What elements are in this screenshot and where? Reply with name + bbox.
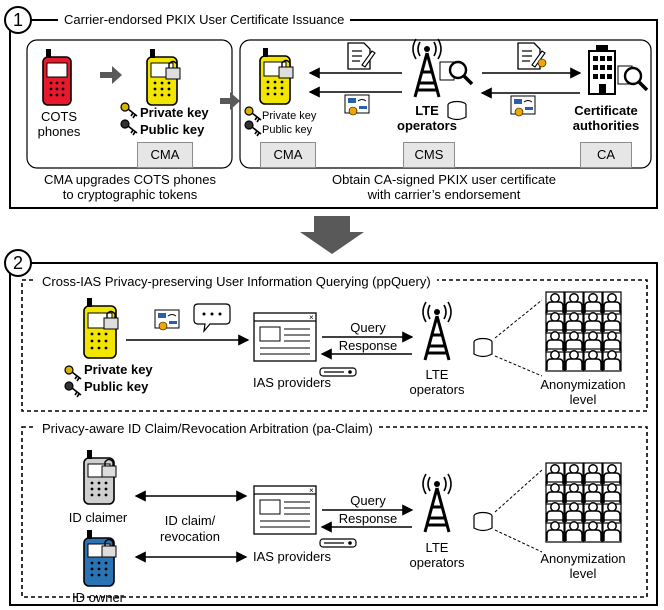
paclaim-anonymization-crowd-icon <box>545 462 622 543</box>
to-certificate-arrow-icon <box>220 92 240 110</box>
public-key-label: Public key <box>140 122 205 137</box>
paclaim-lte-label-2: operators <box>409 555 465 570</box>
ppquery-public-key-label: Public key <box>84 379 149 394</box>
section2-frame <box>9 262 658 606</box>
ppquery-response-label: Response <box>338 338 398 353</box>
ppquery-database-icon <box>473 337 493 358</box>
anonymization-crowd-icon <box>545 291 622 372</box>
paclaim-anon-label-1: Anonymization <box>540 551 626 566</box>
ppquery-ias-label: IAS providers <box>252 375 332 390</box>
cma-label-box: CMA <box>137 142 193 168</box>
private-key-label-small: Private key <box>262 110 317 122</box>
ca-label-box: CA <box>580 142 632 168</box>
id-owner-phone-icon <box>83 530 117 587</box>
ppquery-lte-label-1: LTE <box>425 367 449 382</box>
id-owner-label: ID owner <box>71 590 125 605</box>
claim-label-2: revocation <box>160 529 220 544</box>
ppquery-yellow-phone-icon <box>83 298 119 359</box>
id-claimer-phone-icon <box>83 450 117 505</box>
paclaim-ias-server-icon <box>319 538 357 548</box>
ppquery-title: Cross-IAS Privacy-preserving User Inform… <box>36 273 437 291</box>
certificate-authorities-label-1: Certificate <box>574 103 638 118</box>
seal-icon <box>537 58 547 68</box>
paclaim-title: Privacy-aware ID Claim/Revocation Arbitr… <box>36 420 379 438</box>
red-phone-icon <box>42 49 72 106</box>
lte-operators-label-1: LTE <box>415 103 439 118</box>
magnifier-icon <box>448 60 474 86</box>
ppquery-public-key-icon <box>64 381 82 398</box>
private-key-icon-small <box>244 106 262 123</box>
section1-number-badge: 1 <box>4 6 32 34</box>
ias-window-icon <box>253 312 317 362</box>
certificate-frame <box>239 39 652 169</box>
lte-operators-label-2: operators <box>397 118 457 133</box>
cms-label-box: CMS <box>403 142 455 168</box>
paclaim-lte-label-1: LTE <box>425 540 449 555</box>
ppquery-lte-label-2: operators <box>409 382 465 397</box>
ppquery-private-key-icon <box>64 365 82 382</box>
paclaim-lte-tower-icon <box>421 472 453 534</box>
certificate-authorities-label-2: authorities <box>572 118 640 133</box>
paclaim-response-label: Response <box>338 511 398 526</box>
paclaim-database-icon <box>473 511 493 532</box>
paclaim-anon-label-2: level <box>569 566 597 581</box>
cms-database-icon <box>447 100 467 121</box>
lte-tower-icon <box>411 37 443 99</box>
left-caption-1: CMA upgrades COTS phones <box>44 172 216 187</box>
anon-line-top <box>494 299 543 339</box>
cma-label-box-2: CMA <box>260 142 316 168</box>
certificate-icon <box>344 94 370 116</box>
section2-number-badge: 2 <box>4 249 32 277</box>
public-key-icon <box>120 119 138 136</box>
ppquery-certificate-icon <box>154 309 180 331</box>
ppquery-query-label: Query <box>350 320 386 335</box>
ppquery-anon-label-1: Anonymization <box>540 377 626 392</box>
public-key-icon-small <box>244 120 262 137</box>
section1-title: Carrier-endorsed PKIX User Certificate I… <box>58 11 351 29</box>
signing-document-icon <box>347 42 376 70</box>
private-key-label: Private key <box>140 105 209 120</box>
paclaim-anon-line-bottom <box>494 529 543 553</box>
left-caption-2: to cryptographic tokens <box>62 187 198 202</box>
paclaim-anon-line-top <box>494 469 543 513</box>
big-down-arrow-icon <box>300 216 364 254</box>
cots-label-2: phones <box>37 124 81 139</box>
upgrade-arrow-icon <box>100 66 122 84</box>
ppquery-anon-label-2: level <box>569 392 597 407</box>
yellow-phone-icon-2 <box>259 48 294 105</box>
ppquery-lte-tower-icon <box>421 300 453 362</box>
private-key-icon <box>120 102 138 119</box>
paclaim-ias-window-icon <box>253 485 317 535</box>
id-claimer-label: ID claimer <box>68 510 128 525</box>
anon-line-bottom <box>494 355 543 377</box>
ca-certificate-icon <box>510 95 536 117</box>
right-caption-2: with carrier’s endorsement <box>367 187 521 202</box>
paclaim-frame <box>21 426 648 598</box>
paclaim-query-label: Query <box>350 493 386 508</box>
chat-bubble-icon <box>193 303 231 333</box>
public-key-label-small: Public key <box>262 124 313 136</box>
cots-label-1: COTS <box>40 109 78 124</box>
yellow-phone-lock-icon <box>146 49 181 106</box>
ppquery-private-key-label: Private key <box>84 362 153 377</box>
ca-magnifier-icon <box>623 66 649 92</box>
right-caption-1: Obtain CA-signed PKIX user certificate <box>332 172 556 187</box>
claim-label-1: ID claim/ <box>164 513 216 528</box>
building-icon <box>588 45 616 95</box>
paclaim-ias-label: IAS providers <box>252 549 332 564</box>
